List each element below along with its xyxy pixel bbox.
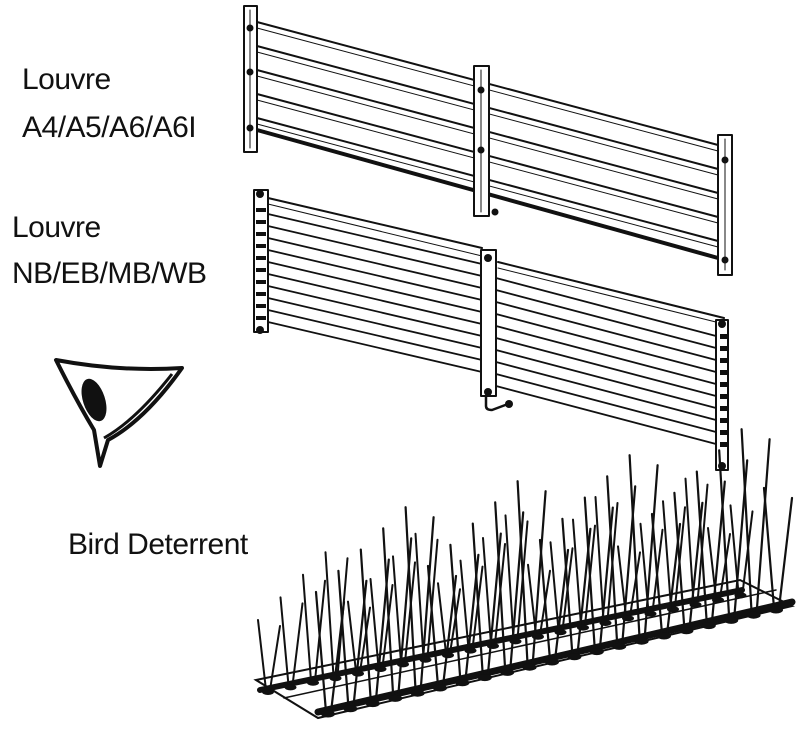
louvre-a-label-line2: A4/A5/A6/A6I (22, 111, 197, 144)
eye-logo-icon (54, 358, 184, 468)
bird-deterrent-label: Bird Deterrent (68, 528, 248, 561)
louvre-n-label-line1: Louvre (12, 211, 101, 244)
louvre-a-label-line1: Louvre (22, 63, 111, 96)
louvre-n-rack-illustration (253, 189, 729, 471)
bird-spike-strip-illustration (253, 428, 796, 720)
louvre-n-label-line2: NB/EB/MB/WB (12, 257, 207, 290)
louvre-a-rack-illustration (243, 5, 733, 276)
